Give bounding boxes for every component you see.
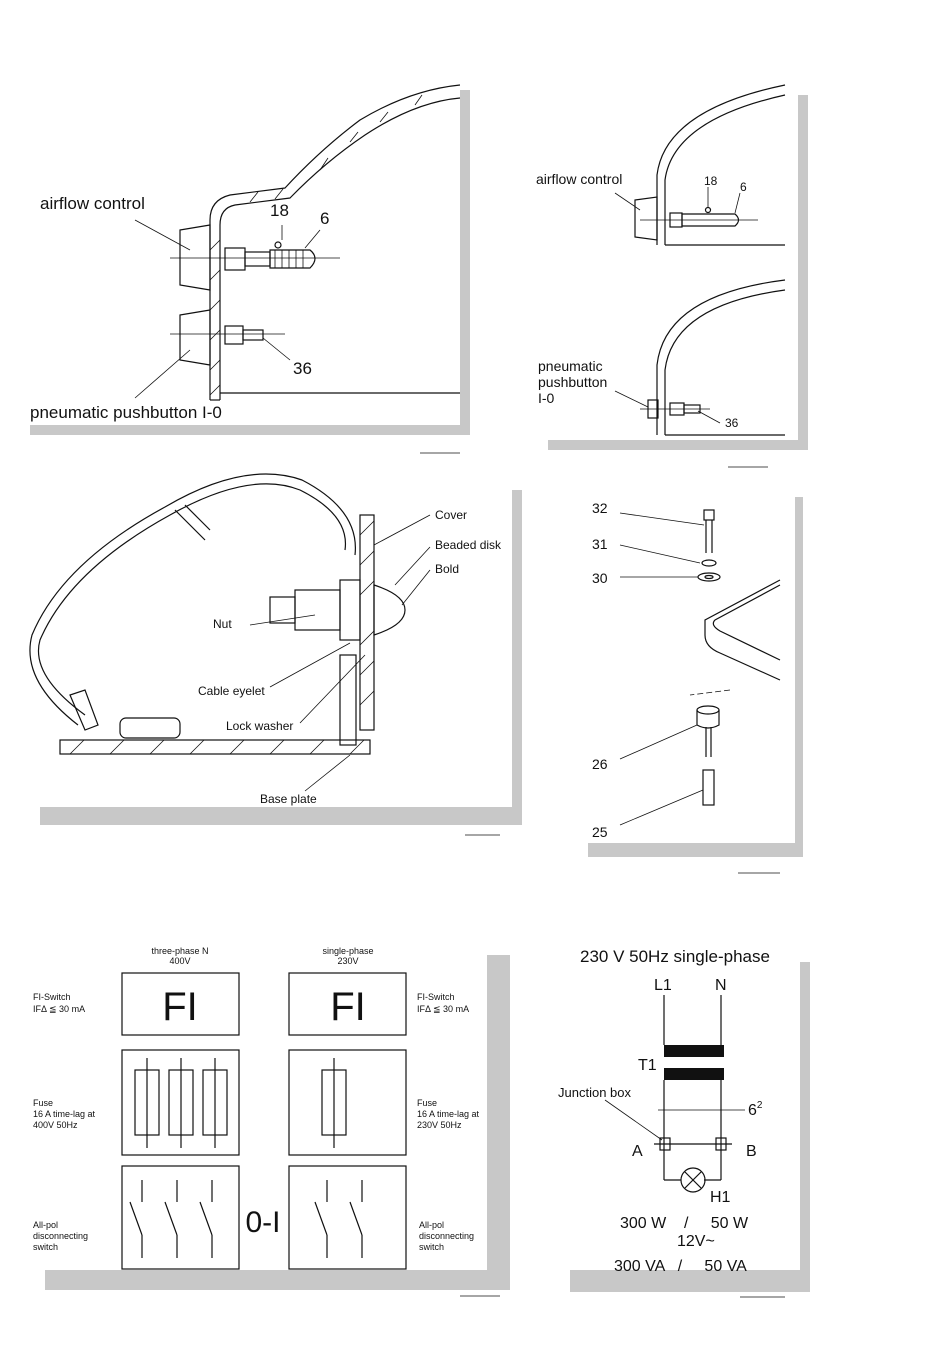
junction-box-label: Junction box	[558, 1085, 631, 1100]
cable	[38, 483, 347, 716]
t1-label: T1	[638, 1057, 657, 1074]
fi-label-left-2: IFΔ ≦ 30 mA	[33, 1004, 85, 1014]
fi-label-right-1: FI-Switch	[417, 992, 455, 1002]
callout-6: 6	[740, 180, 747, 194]
base-plate	[59, 739, 371, 755]
terminal-a-label: A	[632, 1143, 643, 1160]
nut-label: Nut	[213, 617, 232, 631]
beaded-disk-label: Beaded disk	[435, 538, 502, 552]
callout-36: 36	[725, 416, 739, 430]
pushbutton-label: pneumatic pushbutton I-0	[30, 403, 222, 422]
airflow-knob	[179, 224, 211, 291]
power-rating-va: 300 VA / 50 VA	[614, 1258, 747, 1275]
col1-header-2: 400V	[169, 956, 190, 966]
pushbutton-knob	[179, 309, 211, 366]
airflow-label: airflow control	[536, 171, 622, 187]
fi-label-left-1: FI-Switch	[33, 992, 71, 1002]
pushbutton-label-3: I-0	[538, 390, 555, 406]
cable-eyelet-label: Cable eyelet	[198, 684, 265, 698]
transformer-top-coil	[664, 1045, 724, 1057]
airflow-label: airflow control	[40, 194, 145, 213]
power-rating-w: 300 W / 50 W	[620, 1215, 749, 1232]
panel-electrical-protection: three-phase N 400V single-phase 230V FI …	[25, 940, 510, 1297]
panel-airflow-control-small: airflow control 18 6 pneumatic pushbutto…	[536, 84, 808, 468]
switch-right-2: disconnecting	[419, 1231, 474, 1241]
panel-wiring-diagram: 230 V 50Hz single-phase L1 N T1 62 Junct…	[558, 947, 810, 1298]
col1-header-1: three-phase N	[151, 946, 208, 956]
lamp-symbol	[680, 1167, 706, 1193]
callout-30: 30	[592, 570, 608, 586]
pushbutton-label-2: pushbutton	[538, 374, 607, 390]
switch-right-3: switch	[419, 1242, 444, 1252]
callout-18: 18	[270, 201, 289, 220]
switch-right-1: All-pol	[419, 1220, 444, 1230]
n-label: N	[715, 977, 727, 994]
panel-airflow-control-large: airflow control pneumatic pushbutton I-0…	[20, 80, 470, 454]
pushbutton-label-1: pneumatic	[538, 358, 603, 374]
fuse-right-1: Fuse	[417, 1098, 437, 1108]
fuse-right-3: 230V 50Hz	[417, 1120, 462, 1130]
circuit-title: 230 V 50Hz single-phase	[580, 947, 770, 966]
l1-label: L1	[654, 977, 672, 994]
col2-header-1: single-phase	[322, 946, 373, 956]
fi-box-right: FI	[330, 985, 366, 1029]
lock-washer-label: Lock washer	[226, 719, 293, 733]
cover-label: Cover	[435, 508, 467, 522]
switch-left-3: switch	[33, 1242, 58, 1252]
panel-mounting-parts: 32 31 30 26 25	[580, 485, 803, 874]
terminal-b-label: B	[746, 1143, 757, 1160]
callout-31: 31	[592, 536, 608, 552]
callout-25: 25	[592, 824, 608, 840]
switch-left-1: All-pol	[33, 1220, 58, 1230]
fuse-left-1: Fuse	[33, 1098, 53, 1108]
fi-label-right-2: IFΔ ≦ 30 mA	[417, 1004, 469, 1014]
fuse-left-3: 400V 50Hz	[33, 1120, 78, 1130]
housing-outline	[209, 84, 461, 400]
h1-label: H1	[710, 1189, 731, 1206]
callout-18: 18	[704, 174, 718, 188]
callout-26: 26	[592, 756, 608, 772]
switch-symbol: 0-I	[245, 1206, 280, 1239]
transformer-bottom-coil	[664, 1068, 724, 1080]
base-plate-label: Base plate	[260, 792, 317, 806]
col2-header-2: 230V	[337, 956, 358, 966]
voltage-label: 12V~	[677, 1233, 715, 1250]
fi-box-left: FI	[162, 985, 198, 1029]
bold-label: Bold	[435, 562, 459, 576]
callout-32: 32	[592, 500, 608, 516]
callout-36: 36	[293, 359, 312, 378]
fuse-right-2: 16 A time-lag at	[417, 1109, 480, 1119]
callout-6: 6	[320, 209, 329, 228]
switch-left-2: disconnecting	[33, 1231, 88, 1241]
fuse-left-2: 16 A time-lag at	[33, 1109, 96, 1119]
wire-size-label: 62	[748, 1100, 763, 1119]
panel-cable-connection: Cover Beaded disk Bold Nut Cable eyelet …	[29, 473, 522, 836]
